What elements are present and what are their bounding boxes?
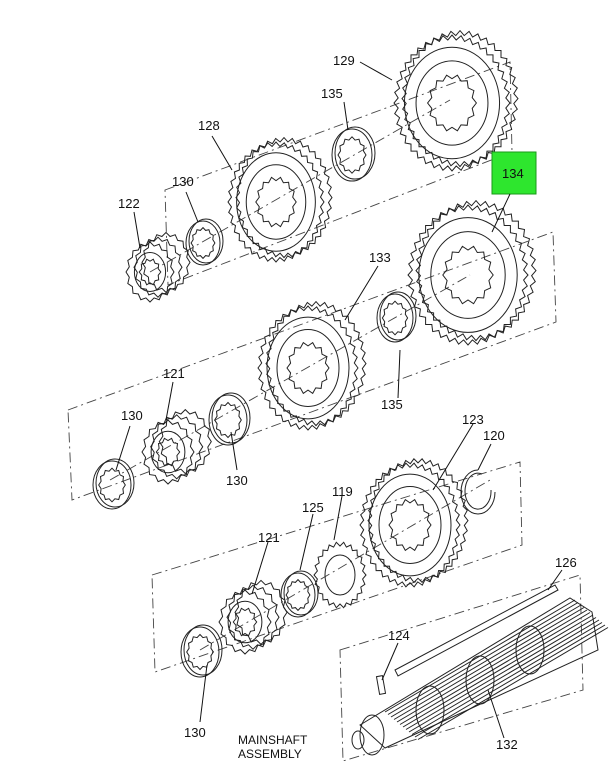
callout-132[interactable]: 132 xyxy=(496,737,518,752)
axis-line-top xyxy=(149,99,451,273)
callout-123[interactable]: 123 xyxy=(462,412,484,427)
callout-130-bottom[interactable]: 130 xyxy=(184,725,206,740)
gear-123 xyxy=(359,458,469,588)
callout-120[interactable]: 120 xyxy=(483,428,505,443)
callout-121-upper[interactable]: 121 xyxy=(163,366,185,381)
washer-130-middle-left xyxy=(92,458,135,510)
sleeve-121-upper xyxy=(141,408,212,485)
mainshaft-132 xyxy=(351,597,609,756)
washer-130-middle xyxy=(208,392,251,446)
callout-130-middle-left[interactable]: 130 xyxy=(121,408,143,423)
key-124 xyxy=(375,675,387,695)
callouts: 129 135 128 130 122 134 133 121 130 135 … xyxy=(118,53,577,752)
callout-119[interactable]: 119 xyxy=(332,484,353,499)
highlight-box-134 xyxy=(491,151,537,195)
callout-121-lower[interactable]: 121 xyxy=(258,530,280,545)
callout-135-lower[interactable]: 135 xyxy=(381,397,403,412)
callout-130-top[interactable]: 130 xyxy=(172,174,194,189)
washer-130-bottom xyxy=(180,624,223,678)
gear-119 xyxy=(313,541,367,609)
callout-122[interactable]: 122 xyxy=(118,196,140,211)
callout-134[interactable]: 134 xyxy=(502,166,524,181)
callout-133[interactable]: 133 xyxy=(369,250,391,265)
callout-124[interactable]: 124 xyxy=(388,628,410,643)
sleeve-121-lower xyxy=(218,579,288,655)
gear-134 xyxy=(407,199,537,346)
callout-130-middle[interactable]: 130 xyxy=(226,473,248,488)
callout-129[interactable]: 129 xyxy=(333,53,355,68)
group-boundary-shaft xyxy=(339,574,584,761)
callout-125[interactable]: 125 xyxy=(302,500,324,515)
parts-layer xyxy=(92,29,537,678)
shaft-splines xyxy=(384,599,609,740)
group-boundary-lower xyxy=(151,461,523,673)
gear-128 xyxy=(227,136,333,263)
callout-135-upper[interactable]: 135 xyxy=(321,86,343,101)
washer-135-lower xyxy=(376,291,417,343)
key-126 xyxy=(394,584,559,677)
snap-ring-120 xyxy=(460,469,496,515)
group-boundary-middle xyxy=(67,231,557,501)
gear-129 xyxy=(393,29,519,172)
washer-125 xyxy=(280,570,319,618)
callout-128[interactable]: 128 xyxy=(198,118,220,133)
callout-126[interactable]: 126 xyxy=(555,555,577,570)
washer-130-top xyxy=(185,218,224,266)
axis-line-lower xyxy=(199,479,491,651)
washer-135-upper xyxy=(331,126,376,182)
assembly-caption: MAINSHAFT ASSEMBLY xyxy=(238,733,308,761)
gear-133 xyxy=(257,300,367,431)
leader-lines xyxy=(115,61,563,739)
caption-line-1: MAINSHAFT xyxy=(238,733,308,747)
sleeve-122 xyxy=(125,231,191,303)
caption-line-2: ASSEMBLY xyxy=(238,747,302,761)
